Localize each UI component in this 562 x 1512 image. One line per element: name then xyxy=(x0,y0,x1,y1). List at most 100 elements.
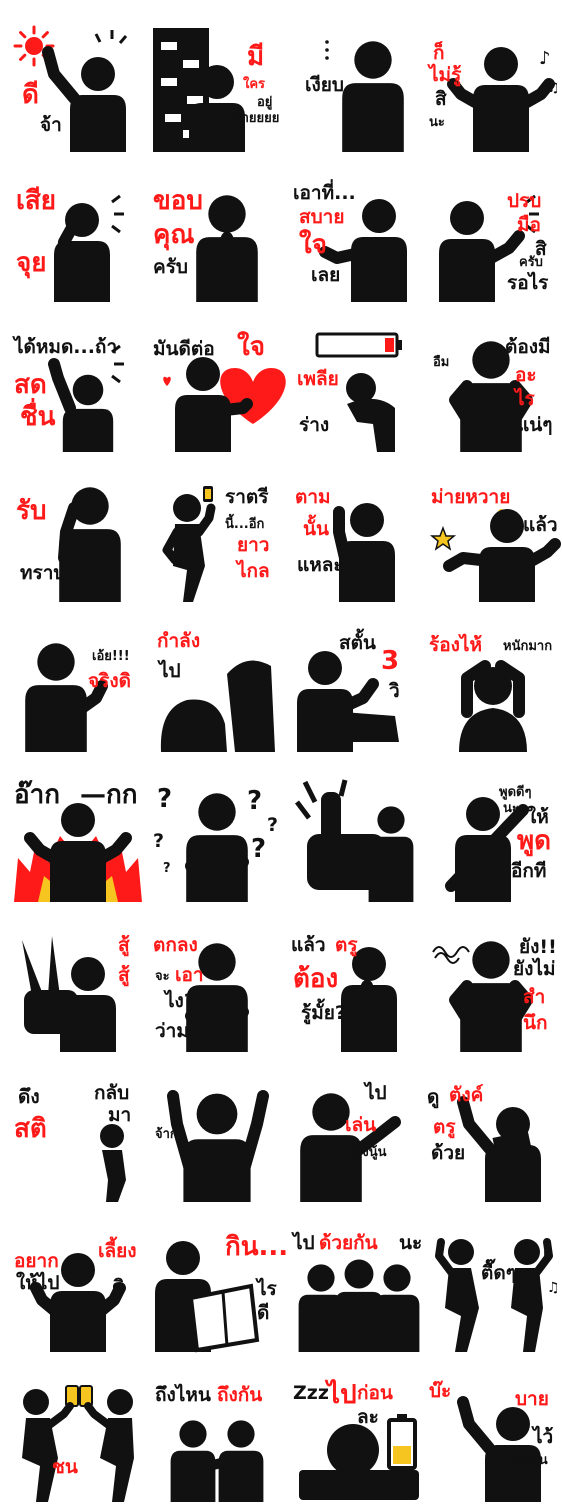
sticker-text: ไง? xyxy=(165,990,195,1012)
sticker-17[interactable]: เอ้ย!!!จริงดิ xyxy=(8,612,148,762)
sticker-8[interactable]: ปรบมือสิครับรอไร xyxy=(423,162,562,312)
sticker-figure xyxy=(185,793,249,902)
sticker-text: ดี xyxy=(22,80,39,110)
sticker-text: ชน xyxy=(52,1456,78,1478)
sticker-28[interactable]: ยัง!!ยังไม่สำนึก xyxy=(423,912,562,1062)
sticker-text: Zzz xyxy=(293,1382,329,1404)
sticker-text: สบาย xyxy=(299,206,345,228)
sticker-text: ดิ xyxy=(112,1276,125,1298)
sticker-text: รู้มั้ย? xyxy=(301,1002,346,1024)
sticker-figure: ♪♫ xyxy=(447,47,560,152)
sticker-text: ตื๊ดๆ xyxy=(481,1262,516,1284)
sticker-text: จ้า xyxy=(40,114,62,136)
sticker-text: พูด xyxy=(517,826,552,856)
sticker-33[interactable]: อยากให้ไปเลี้ยงดิ xyxy=(8,1212,148,1362)
sticker-29[interactable]: ดึงกลับมาสติ xyxy=(8,1062,148,1212)
sticker-40[interactable]: บ๊ะบายไว้เจอกัน xyxy=(423,1362,562,1512)
sticker-text: ดู xyxy=(427,1086,440,1108)
sticker-30[interactable]: จ้ากก xyxy=(147,1062,287,1212)
sticker-text: วิ xyxy=(389,680,400,702)
sticker-5[interactable]: เสียจุย xyxy=(8,162,148,312)
sticker-3[interactable]: เงียบ xyxy=(287,12,427,162)
sticker-figure xyxy=(170,1420,264,1502)
sticker-text: จ้ากก xyxy=(155,1127,186,1142)
sticker-34[interactable]: กิน...ไรดี xyxy=(147,1212,288,1362)
sticker-text: ต้องมี xyxy=(505,336,551,358)
sticker-text: ตังค์ xyxy=(449,1084,484,1106)
sticker-22[interactable]: ?????? xyxy=(147,762,287,912)
sticker-18[interactable]: กำลังไป xyxy=(147,612,287,762)
sticker-6[interactable]: ขอบคุณครับ xyxy=(147,162,287,312)
sticker-text: นะ xyxy=(399,1232,423,1254)
sticker-14[interactable]: ราตรีนี้...อีกยาวไกล xyxy=(147,462,287,612)
sticker-38[interactable]: ถึงไหนถึงกัน xyxy=(147,1362,287,1512)
sticker-20[interactable]: ร้องไห้หนักมาก xyxy=(423,612,562,762)
sticker-7[interactable]: เอาที่...สบายใจเลย xyxy=(287,162,427,312)
sticker-figure xyxy=(13,25,128,152)
sticker-1[interactable]: ดีจ้า xyxy=(8,12,148,162)
sticker-figure xyxy=(160,660,275,752)
sticker-figure xyxy=(163,357,286,452)
sticker-32[interactable]: ดูตังค์ตรูด้วย xyxy=(423,1062,562,1212)
sticker-text: สตั้น xyxy=(339,632,376,654)
sticker-11[interactable]: เพลียร่าง xyxy=(287,312,427,462)
sticker-12[interactable]: อืมต้องมีอะไรแน่ๆ xyxy=(423,312,562,462)
sticker-31[interactable]: ไปเล่นตรงนู้น xyxy=(287,1062,427,1212)
sticker-text: ชื่น xyxy=(20,402,56,432)
sticker-text: อืม xyxy=(433,355,450,370)
sticker-text: ครับ xyxy=(153,256,188,278)
sticker-text: ร้องไห้ xyxy=(429,634,482,656)
sticker-figure xyxy=(445,797,529,902)
sticker-text: ไว้ xyxy=(533,1426,554,1448)
sticker-text: ถึงกัน xyxy=(217,1384,263,1406)
sticker-text: ทราบ xyxy=(20,562,66,584)
sticker-text: ตกลง xyxy=(153,934,198,956)
sticker-text: —กก xyxy=(80,780,138,810)
sticker-text: บ๊ะ xyxy=(429,1380,452,1402)
sticker-37[interactable]: ชน xyxy=(8,1362,148,1512)
sticker-36[interactable]: ♪♫ตื๊ดๆ xyxy=(423,1212,562,1362)
sticker-15[interactable]: ตามนั้นแหละ xyxy=(287,462,427,612)
sticker-text: อยาก xyxy=(14,1250,59,1272)
sticker-text: สู้ xyxy=(118,934,130,956)
sticker-24[interactable]: พูดดีๆนะให้พูดอีกที xyxy=(423,762,562,912)
sticker-2[interactable]: มีใครอยู่ม้ายยยย xyxy=(147,12,287,162)
sticker-figure xyxy=(14,803,142,902)
sticker-text: สู้ xyxy=(118,964,130,986)
sticker-text: นั้น xyxy=(303,518,329,540)
sticker-text: อะ xyxy=(515,364,537,386)
sticker-21[interactable]: อ๊าก—กก xyxy=(8,762,148,912)
sticker-27[interactable]: แล้วตรูต้องรู้มั้ย? xyxy=(287,912,427,1062)
sticker-9[interactable]: ได้หมด...ถ้าสดชื่น xyxy=(8,312,148,462)
sticker-35[interactable]: ไปด้วยกันนะ xyxy=(287,1212,427,1362)
sticker-figure xyxy=(155,1241,260,1353)
sticker-text: มา xyxy=(108,1104,132,1126)
sticker-16[interactable]: ม่ายหวายแล้ว xyxy=(423,462,562,612)
sticker-text: สติ xyxy=(14,1114,47,1144)
sticker-26[interactable]: ตกลงจะเอาไง?ว่ามา xyxy=(147,912,287,1062)
sticker-13[interactable]: รับทราบ xyxy=(8,462,148,612)
sticker-figure xyxy=(315,332,402,452)
sticker-figure xyxy=(297,651,399,752)
sticker-figure xyxy=(325,40,404,152)
sticker-text: ด้วย xyxy=(431,1142,466,1164)
sticker-10[interactable]: มันดีต่อใจ xyxy=(147,312,287,462)
sticker-text: ก่อน xyxy=(357,1382,393,1404)
sticker-text: ร่าง xyxy=(299,414,330,436)
sticker-text: บาย xyxy=(515,1388,549,1410)
sticker-text: กลับ xyxy=(94,1082,130,1104)
sticker-4[interactable]: ♪♫ก็ไม่รู้สินะ xyxy=(423,12,562,162)
sticker-25[interactable]: สู้สู้ xyxy=(8,912,148,1062)
sticker-text: ไป xyxy=(365,1082,387,1104)
sticker-text: ม้ายยยย xyxy=(233,111,280,126)
sticker-text: สิ xyxy=(535,238,547,260)
sticker-23[interactable] xyxy=(287,762,427,912)
sticker-figure xyxy=(457,1096,541,1202)
sticker-text: แล้ว xyxy=(291,934,326,956)
sticker-figure xyxy=(25,643,108,752)
sticker-figure xyxy=(153,28,245,152)
sticker-figure xyxy=(48,344,124,452)
